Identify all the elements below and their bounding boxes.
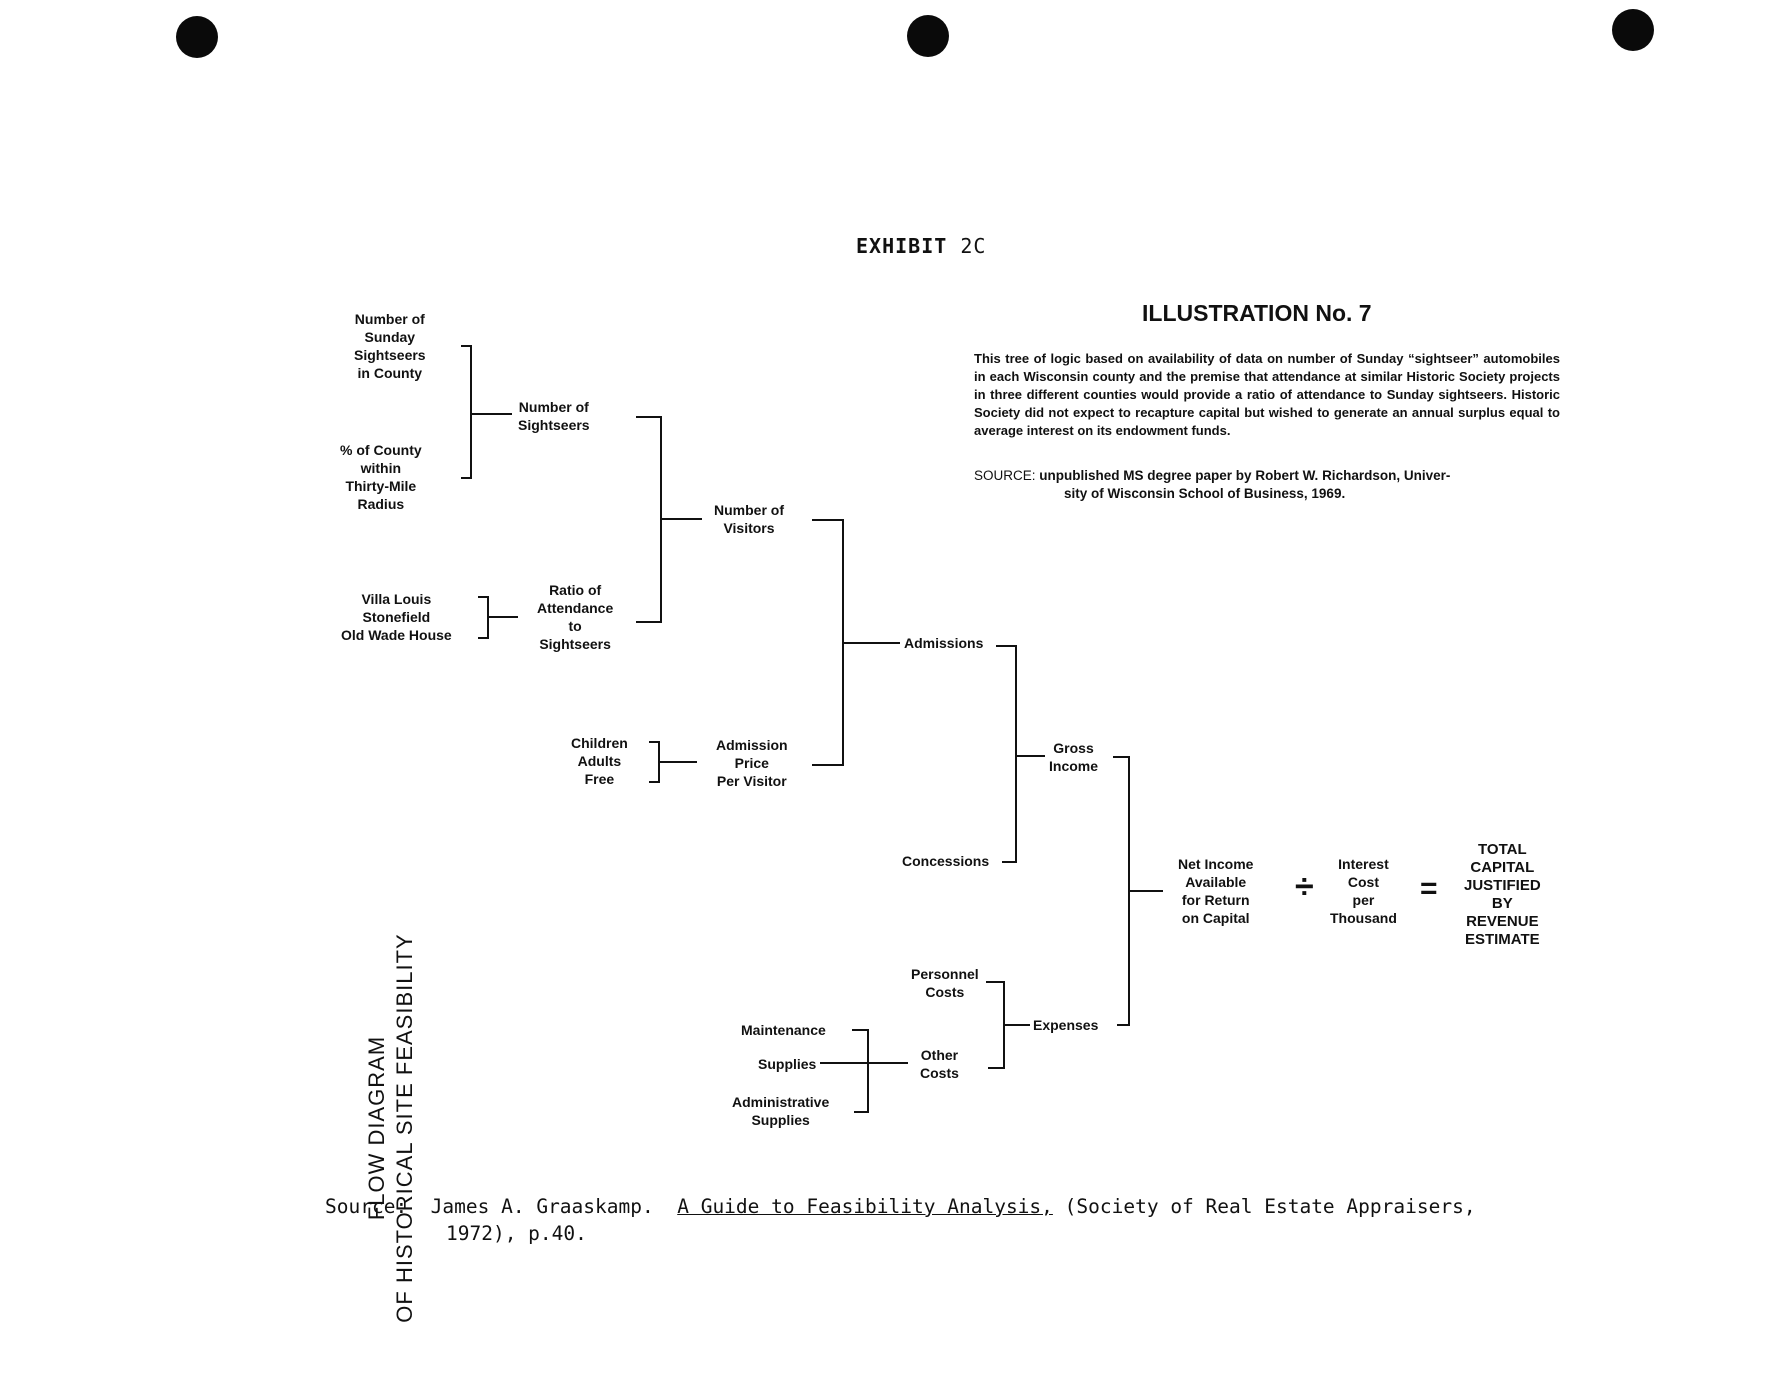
punch-hole-right: [1612, 9, 1654, 51]
bracket-net-income: [1113, 756, 1163, 1026]
node-personnel-costs: Personnel Costs: [911, 966, 979, 1000]
punch-hole-left: [176, 16, 218, 58]
divide-operator: ÷: [1295, 868, 1314, 906]
illustration-source-label: SOURCE:: [974, 468, 1036, 483]
node-number-of-visitors: Number of Visitors: [714, 502, 784, 536]
citation-book-title: A Guide to Feasibility Analysis,: [677, 1195, 1053, 1218]
illustration-title: ILLUSTRATION No. 7: [1142, 300, 1372, 326]
citation-label: Source:: [325, 1195, 408, 1218]
bracket-visitor-types: [649, 741, 697, 783]
illustration-source-line2: sity of Wisconsin School of Business, 19…: [1064, 486, 1346, 501]
illustration-source-line1: unpublished MS degree paper by Robert W.…: [1039, 468, 1451, 483]
node-admission-price: Admission Price Per Visitor: [716, 737, 788, 789]
node-visitor-types: Children Adults Free: [571, 735, 628, 787]
node-sunday-sightseers: Number of Sunday Sightseers in County: [354, 311, 426, 381]
node-admissions: Admissions: [904, 635, 984, 651]
citation-line2: 1972), p.40.: [446, 1222, 587, 1245]
node-number-of-sightseers: Number of Sightseers: [518, 399, 590, 433]
exhibit-label: EXHIBIT: [856, 234, 948, 258]
node-pct-county: % of County within Thirty-Mile Radius: [340, 442, 422, 512]
bracket-admissions-source: [812, 519, 900, 766]
node-concessions: Concessions: [902, 853, 990, 869]
source-citation: Source: James A. Graaskamp. A Guide to F…: [325, 1193, 1476, 1247]
node-supplies: Supplies: [758, 1056, 817, 1072]
bracket-visitors: [636, 416, 702, 623]
bracket-sites: [478, 596, 518, 639]
bracket-gross-income: [996, 645, 1045, 863]
node-ratio-attendance: Ratio of Attendance to Sightseers: [537, 582, 614, 652]
illustration-source: SOURCE: unpublished MS degree paper by R…: [974, 467, 1564, 503]
node-interest-cost: Interest Cost per Thousand: [1330, 856, 1397, 926]
node-gross-income: Gross Income: [1049, 740, 1099, 774]
equals-operator: =: [1420, 872, 1438, 905]
node-total-capital: TOTAL CAPITAL JUSTIFIED BY REVENUE ESTIM…: [1464, 841, 1541, 948]
citation-author: James A. Graaskamp.: [430, 1195, 654, 1218]
illustration-description: This tree of logic based on availability…: [974, 351, 1560, 438]
node-net-income: Net Income Available for Return on Capit…: [1178, 856, 1254, 926]
bracket-expenses: [986, 981, 1030, 1069]
bracket-sightseers: [461, 345, 512, 479]
node-maintenance: Maintenance: [741, 1022, 826, 1038]
bracket-cost-items: [820, 1029, 908, 1113]
punch-hole-center: [907, 15, 949, 57]
exhibit-heading: EXHIBIT 2C: [856, 234, 986, 258]
citation-publisher: (Society of Real Estate Appraisers,: [1064, 1195, 1476, 1218]
exhibit-number: 2C: [960, 234, 987, 258]
node-administrative-supplies: Administrative Supplies: [732, 1094, 830, 1128]
node-sites: Villa Louis Stonefield Old Wade House: [341, 591, 452, 643]
node-other-costs: Other Costs: [920, 1047, 959, 1081]
node-expenses: Expenses: [1033, 1017, 1099, 1033]
